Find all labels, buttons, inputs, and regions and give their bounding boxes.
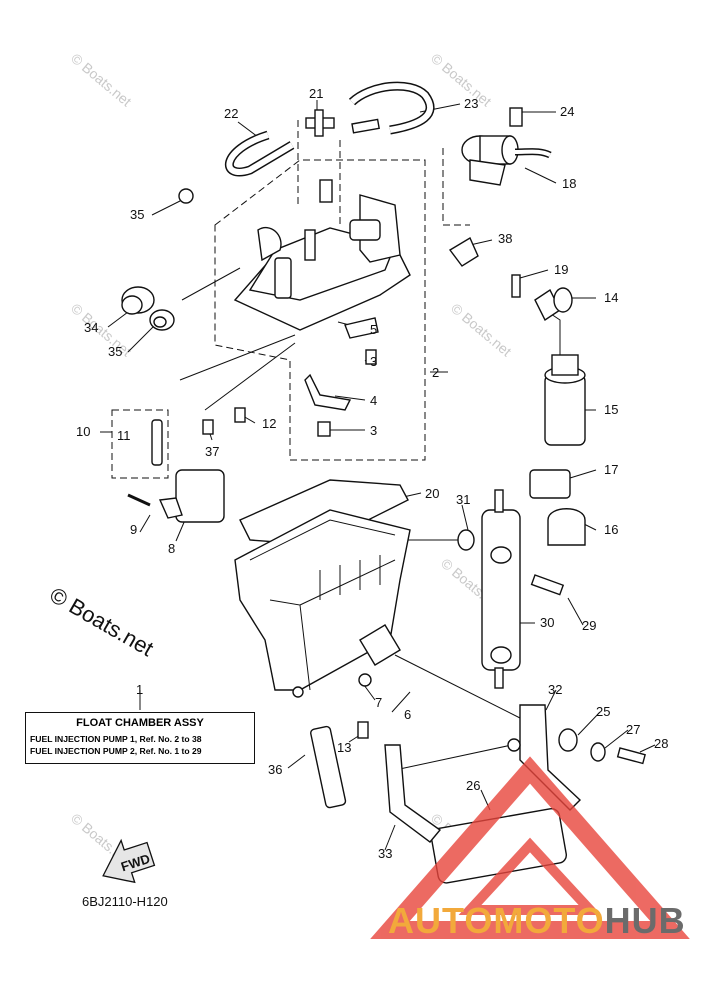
holder-part-16 bbox=[547, 508, 586, 546]
fitting-part-6 bbox=[359, 624, 401, 666]
callout-label: 5 bbox=[370, 322, 377, 337]
watermark-text: © Boats.net bbox=[68, 50, 135, 109]
callout-label: 18 bbox=[562, 176, 576, 191]
bolt-part-28 bbox=[616, 747, 646, 765]
legend-title: FLOAT CHAMBER ASSY bbox=[76, 717, 204, 729]
callout-label: 30 bbox=[540, 615, 554, 630]
bracket-part-32 bbox=[519, 704, 582, 811]
callout-label: 31 bbox=[456, 492, 470, 507]
fuel-pump bbox=[511, 274, 586, 546]
separator-cover bbox=[178, 179, 479, 331]
watermark-text: © Boats.net bbox=[448, 300, 515, 359]
fuel-hoses bbox=[224, 81, 435, 177]
callout-label: 16 bbox=[604, 522, 618, 537]
collar-part-27 bbox=[590, 742, 606, 762]
callout-label: 28 bbox=[654, 736, 668, 751]
screw-part-38 bbox=[448, 236, 479, 267]
coupler-part-8 bbox=[175, 469, 225, 523]
callout-label: 26 bbox=[466, 778, 480, 793]
callout-label: 35 bbox=[130, 207, 144, 222]
brackets-bolts bbox=[202, 317, 379, 437]
hose-part-36 bbox=[310, 725, 347, 809]
callout-label: 36 bbox=[268, 762, 282, 777]
callout-label: 38 bbox=[498, 231, 512, 246]
callout-label: 3 bbox=[370, 354, 377, 369]
callout-label: 22 bbox=[224, 106, 238, 121]
grommet-part-25 bbox=[558, 728, 578, 752]
leader-lines bbox=[100, 100, 656, 851]
callout-label: 6 bbox=[404, 707, 411, 722]
float-chamber bbox=[234, 479, 411, 809]
grommets bbox=[121, 286, 175, 331]
callout-labels: 1 2 3 3 4 5 6 7 8 9 10 11 12 13 14 15 16… bbox=[76, 86, 668, 861]
callout-label: 15 bbox=[604, 402, 618, 417]
bolt-part-29 bbox=[530, 574, 565, 596]
callout-label: 11 bbox=[117, 428, 131, 443]
callout-label: 8 bbox=[168, 541, 175, 556]
fwd-arrow: FWD bbox=[102, 838, 156, 884]
callout-label: 37 bbox=[205, 444, 219, 459]
callout-label: 19 bbox=[554, 262, 568, 277]
bracket-part-33 bbox=[384, 744, 442, 843]
callout-label: 3 bbox=[370, 423, 377, 438]
brand-part-1: AUTOMOTO bbox=[388, 900, 605, 941]
legend-line-2: FUEL INJECTION PUMP 2, Ref. No. 1 to 29 bbox=[30, 746, 202, 756]
callout-label: 10 bbox=[76, 424, 90, 439]
screw-part-19 bbox=[511, 274, 521, 298]
connector-part-17 bbox=[529, 469, 571, 499]
callout-label: 23 bbox=[464, 96, 478, 111]
callout-label: 9 bbox=[130, 522, 137, 537]
canister-assembly bbox=[357, 704, 646, 884]
callout-label: 4 bbox=[370, 393, 377, 408]
grommet-part-31 bbox=[457, 529, 475, 551]
screw-part-24 bbox=[509, 107, 523, 127]
callout-label: 35 bbox=[108, 344, 122, 359]
fuel-cooler bbox=[457, 489, 565, 689]
brand-logo-text: AUTOMOTOHUB bbox=[388, 900, 686, 942]
callout-label: 34 bbox=[84, 320, 98, 335]
callout-label: 2 bbox=[432, 365, 439, 380]
pressure-regulator bbox=[461, 107, 552, 186]
document-code: 6BJ2110-H120 bbox=[82, 894, 168, 909]
callout-label: 32 bbox=[548, 682, 562, 697]
callout-label: 13 bbox=[337, 740, 351, 755]
grommet-part-35 bbox=[178, 188, 194, 204]
bolt-part-13 bbox=[357, 721, 369, 739]
callout-label: 29 bbox=[582, 618, 596, 633]
plug-part-7 bbox=[358, 673, 372, 687]
watermark-text: © Boats.net bbox=[428, 50, 495, 109]
brand-part-2: HUB bbox=[604, 900, 686, 941]
callout-label: 17 bbox=[604, 462, 618, 477]
callout-label: 25 bbox=[596, 704, 610, 719]
callout-label: 27 bbox=[626, 722, 640, 737]
callout-label: 12 bbox=[262, 416, 276, 431]
callout-label: 20 bbox=[425, 486, 439, 501]
callout-label: 1 bbox=[136, 682, 143, 697]
legend-line-1: FUEL INJECTION PUMP 1, Ref. No. 2 to 38 bbox=[30, 734, 202, 744]
assembly-outlines bbox=[111, 120, 470, 479]
injector-parts bbox=[127, 419, 225, 523]
callout-label: 21 bbox=[309, 86, 323, 101]
brand-triangle-logo bbox=[370, 756, 690, 939]
callout-label: 33 bbox=[378, 846, 392, 861]
legend-box: FLOAT CHAMBER ASSY FUEL INJECTION PUMP 1… bbox=[25, 712, 255, 764]
callout-label: 14 bbox=[604, 290, 618, 305]
callout-label: 7 bbox=[375, 695, 382, 710]
callout-label: 24 bbox=[560, 104, 574, 119]
